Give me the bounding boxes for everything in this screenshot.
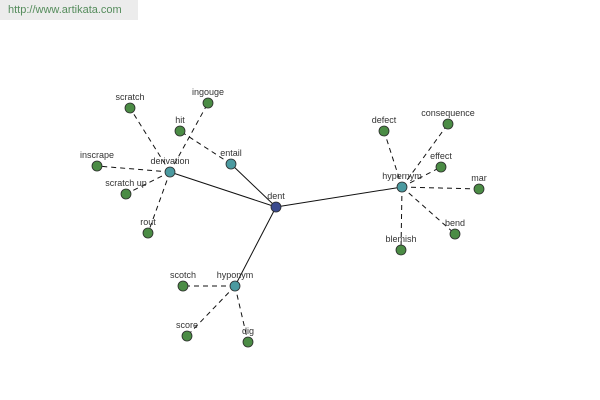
node-label[interactable]: hit (175, 115, 185, 125)
node-label[interactable]: score (176, 320, 198, 330)
edge-derivation-inscrape (96, 165, 171, 173)
node-label[interactable]: scratch (115, 92, 144, 102)
node-circle[interactable] (202, 97, 214, 109)
node-label[interactable]: blemish (385, 234, 416, 244)
node-label: dent (267, 191, 285, 201)
edge-derivation-scratch (129, 107, 171, 173)
edge-dent-hyponym (234, 206, 277, 287)
node-circle[interactable] (120, 188, 132, 200)
node-circle[interactable] (378, 125, 390, 137)
relation-node-derivation: derivation (150, 156, 190, 178)
node-circle[interactable] (174, 125, 186, 137)
node-circle[interactable] (124, 102, 136, 114)
node-label[interactable]: defect (372, 115, 397, 125)
node-label: derivation (150, 156, 189, 166)
node-label[interactable]: bend (445, 218, 465, 228)
edge-hyponym-score (186, 285, 236, 337)
node-circle (270, 201, 282, 213)
node-circle (164, 166, 176, 178)
word-node-dig[interactable]: dig (242, 326, 254, 348)
edge-hypernym-consequence (401, 123, 449, 188)
word-node-inscrape[interactable]: inscrape (80, 150, 114, 172)
node-label[interactable]: effect (430, 151, 452, 161)
edge-derivation-ingouge (169, 102, 209, 173)
relation-node-hypernym: hypernym (382, 171, 422, 193)
edge-hypernym-mar (401, 186, 480, 190)
word-node-effect[interactable]: effect (430, 151, 452, 173)
node-label[interactable]: scotch (170, 270, 196, 280)
word-node-scratch[interactable]: scratch (115, 92, 145, 114)
node-circle[interactable] (442, 118, 454, 130)
node-label[interactable]: inscrape (80, 150, 114, 160)
node-circle[interactable] (177, 280, 189, 292)
word-node-mar[interactable]: mar (471, 173, 487, 195)
node-label[interactable]: ingouge (192, 87, 224, 97)
center-node-dent: dent (267, 191, 285, 213)
edge-hypernym-effect (401, 166, 442, 188)
edge-dent-entail (230, 163, 277, 208)
node-label: hypernym (382, 171, 422, 181)
node-circle[interactable] (91, 160, 103, 172)
word-node-hit[interactable]: hit (174, 115, 186, 137)
word-node-scratch-up[interactable]: scratch up (105, 178, 147, 200)
relation-node-hyponym: hyponym (217, 270, 254, 292)
word-node-score[interactable]: score (176, 320, 198, 342)
node-circle[interactable] (142, 227, 154, 239)
node-circle[interactable] (181, 330, 193, 342)
node-circle[interactable] (449, 228, 461, 240)
relation-node-entail: entail (220, 148, 242, 170)
word-node-rout[interactable]: rout (140, 217, 156, 239)
node-label[interactable]: scratch up (105, 178, 147, 188)
word-node-blemish[interactable]: blemish (385, 234, 417, 256)
word-node-ingouge[interactable]: ingouge (192, 87, 224, 109)
node-label[interactable]: rout (140, 217, 156, 227)
word-node-bend[interactable]: bend (445, 218, 465, 240)
edge-derivation-rout (147, 171, 171, 234)
word-node-defect[interactable]: defect (372, 115, 397, 137)
edge-hyponym-dig (234, 285, 249, 343)
edge-derivation-scratch-up (125, 171, 171, 195)
edge-hypernym-defect (383, 130, 403, 188)
node-circle[interactable] (242, 336, 254, 348)
node-circle[interactable] (473, 183, 485, 195)
nodes-layer: scratch ingouge inscrape scratch up rout hit d… (80, 87, 487, 348)
edge-hypernym-blemish (400, 186, 403, 251)
site-url-link[interactable]: http://www.artikata.com (8, 4, 122, 16)
site-url-banner: http://www.artikata.com (0, 0, 138, 20)
node-label[interactable]: consequence (421, 108, 475, 118)
node-circle (225, 158, 237, 170)
edges-layer (96, 102, 480, 343)
edge-entail-hit (179, 130, 232, 165)
node-circle[interactable] (395, 244, 407, 256)
node-label: entail (220, 148, 242, 158)
node-circle[interactable] (435, 161, 447, 173)
edge-dent-derivation (169, 171, 277, 208)
node-label[interactable]: mar (471, 173, 487, 183)
node-circle (396, 181, 408, 193)
word-node-scotch[interactable]: scotch (170, 270, 196, 292)
edge-hypernym-bend (401, 186, 456, 235)
node-label: hyponym (217, 270, 254, 280)
word-node-consequence[interactable]: consequence (421, 108, 475, 130)
node-label[interactable]: dig (242, 326, 254, 336)
edge-dent-hypernym (275, 186, 403, 208)
node-circle (229, 280, 241, 292)
